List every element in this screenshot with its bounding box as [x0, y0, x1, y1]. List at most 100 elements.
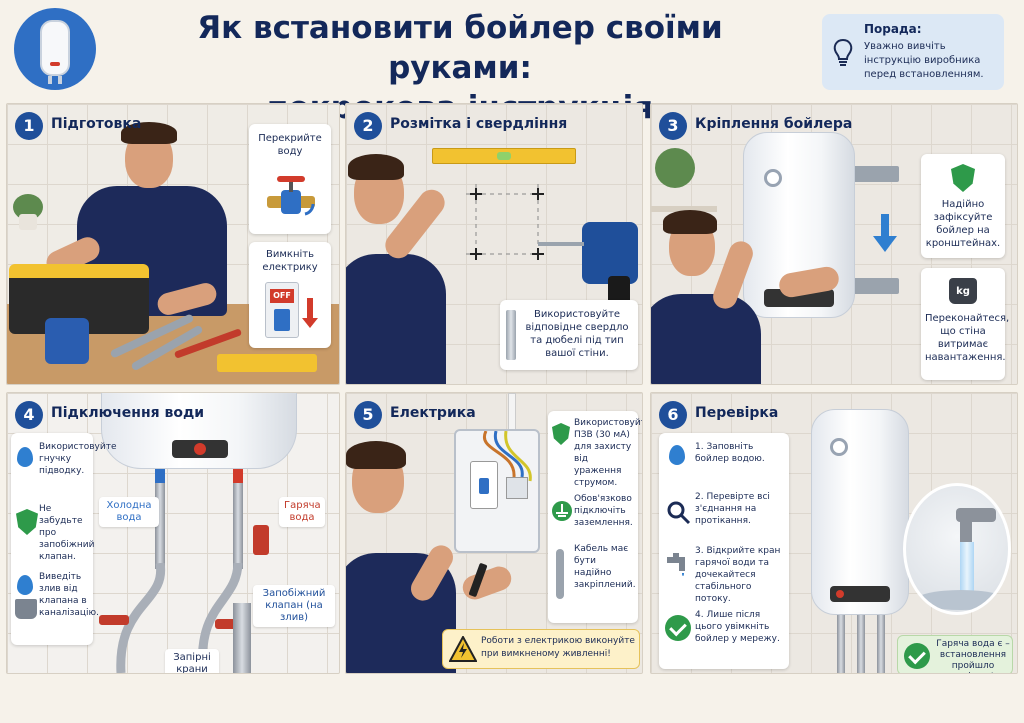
water-notes-card: Використовуйте гнучку підводку. Не забуд… — [11, 433, 117, 645]
card-text: Вимкніть електрику — [262, 249, 318, 273]
hot-water-label: Гаряча вода — [279, 497, 325, 527]
drill-icon — [45, 318, 89, 364]
note-text: Не забудьте про запобіжний клапан. — [39, 504, 95, 562]
step-title: Розмітка і свердління — [390, 116, 568, 132]
note-text: Використовуйте гнучку підводку. — [39, 442, 117, 476]
header: Як встановити бойлер своїми руками: покр… — [0, 0, 1024, 126]
boiler-logo-icon — [14, 8, 96, 90]
heater-control-panel — [830, 586, 890, 602]
shelf — [651, 206, 717, 212]
power-off-card: Вимкніть електрику OFF — [249, 242, 331, 348]
note-text: Кабель має бути надійно закріплений. — [574, 544, 636, 590]
shutoff-water-card: Перекрийте воду — [249, 124, 331, 234]
shutoff-tap-icon — [99, 615, 129, 625]
step-number: 2 — [354, 112, 382, 140]
water-heater — [811, 409, 909, 615]
lightbulb-icon — [833, 38, 853, 66]
switch-label: OFF — [270, 289, 294, 303]
tip-title: Порада: — [864, 22, 922, 36]
checkmark-icon — [904, 643, 930, 669]
drill-advice-card: Використовуйте відповідне свердло та дюб… — [500, 300, 638, 370]
water-drop-icon — [17, 447, 33, 467]
drill-markings — [466, 184, 546, 264]
water-drop-icon — [669, 445, 685, 465]
heater-control-panel — [172, 440, 228, 458]
card-text: Переконайтеся, що стіна витримає наванта… — [925, 313, 1010, 363]
note-text: Виведіть злив від клапана в каналізацію. — [39, 572, 99, 618]
pipe-3 — [877, 615, 885, 673]
shutoff-taps-label: Запірні крани — [165, 649, 219, 673]
worker-hair — [663, 210, 717, 234]
list-item: 2. Перевірте всі з'єднання на протікання… — [695, 492, 770, 526]
check-list-card: 1. Заповніть бойлер водою. 2. Перевірте … — [659, 433, 789, 669]
worker-body — [651, 294, 761, 384]
title-line-1: Як встановити бойлер своїми руками: — [197, 10, 723, 86]
step-title: Кріплення бойлера — [695, 116, 853, 132]
faucet-closeup — [903, 483, 1011, 615]
step-title: Електрика — [390, 405, 476, 421]
cold-water-pipe — [155, 469, 165, 569]
circuit-breaker-icon: OFF — [265, 282, 299, 338]
cold-water-label: Холодна вода — [99, 497, 159, 527]
ground-icon — [552, 501, 572, 521]
safety-valve-icon — [253, 525, 269, 555]
step-title: Підготовка — [51, 116, 142, 132]
heater-control-panel — [764, 289, 834, 307]
step-1-panel: 1 Підготовка Перекрийте воду Вимкніть ел… — [6, 103, 340, 385]
step-number: 5 — [354, 401, 382, 429]
drill-bit-icon — [506, 310, 516, 360]
shield-check-icon — [951, 164, 975, 192]
step-4-panel: Використовуйте гнучку підводку. Не забуд… — [6, 392, 340, 674]
hot-water-pipe — [233, 469, 243, 569]
secure-heater-card: Надійно зафіксуйте бойлер на кронштейнах… — [921, 154, 1005, 258]
step-title: Підключення води — [51, 405, 205, 421]
valve-icon — [267, 176, 315, 216]
plant-icon — [655, 148, 695, 188]
step-2-panel: Використовуйте відповідне свердло та дюб… — [345, 103, 643, 385]
success-text: Гаряча вода є – встановлення пройшло усп… — [936, 639, 1010, 673]
worker-hair — [346, 441, 406, 469]
success-card: Гаряча вода є – встановлення пройшло усп… — [897, 635, 1013, 673]
step-number: 4 — [15, 401, 43, 429]
arrow-down-icon — [307, 298, 313, 320]
list-item: 4. Лише після цього увімкніть бойлер у м… — [695, 610, 780, 644]
drill-icon — [582, 222, 638, 284]
cable-icon — [556, 549, 564, 599]
note-text: Обов'язково підключіть заземлення. — [574, 494, 633, 528]
pipe-2 — [857, 615, 865, 673]
hot-pipe-marker — [233, 469, 243, 483]
bracket-bottom — [851, 278, 899, 294]
warning-text: Роботи з електрикою виконуйте при вимкне… — [481, 636, 635, 659]
electric-notes-card: Використовуйте ПЗВ (30 мА) для захисту в… — [548, 411, 642, 623]
drain-pipe — [233, 603, 251, 673]
list-item: 1. Заповніть бойлер водою. — [695, 442, 765, 464]
note-text: Використовуйте ПЗВ (30 мА) для захисту в… — [574, 418, 642, 488]
tip-box: Порада: Уважно вивчіть інструкцію виробн… — [822, 14, 1004, 90]
worker-hair — [348, 154, 404, 180]
worker-hair — [121, 122, 177, 144]
worker-body — [346, 254, 446, 384]
pipe — [837, 615, 845, 673]
water-heater-bottom — [101, 393, 297, 469]
faucet-icon — [667, 553, 685, 576]
warning-icon — [449, 636, 477, 662]
magnifier-icon — [667, 501, 691, 525]
level-tool-icon — [217, 354, 317, 372]
safety-valve-label: Запобіжний клапан (на злив) — [253, 585, 335, 627]
list-item: 3. Відкрийте кран гарячої води та дочека… — [695, 546, 781, 604]
checkmark-icon — [665, 615, 691, 641]
card-text: Перекрийте воду — [258, 133, 322, 157]
shield-check-icon — [552, 423, 570, 445]
plant-pot — [19, 214, 37, 230]
step-3-panel: Надійно зафіксуйте бойлер на кронштейнах… — [650, 103, 1018, 385]
step-5-panel: Використовуйте ПЗВ (30 мА) для захисту в… — [345, 392, 643, 674]
step-number: 1 — [15, 112, 43, 140]
drain-bucket-icon — [17, 575, 33, 595]
step-6-panel: 1. Заповніть бойлер водою. 2. Перевірте … — [650, 392, 1018, 674]
electric-warning-card: Роботи з електрикою виконуйте при вимкне… — [442, 629, 640, 669]
gauge-icon — [830, 438, 848, 456]
tip-text: Уважно вивчіть інструкцію виробника пере… — [864, 41, 984, 80]
card-text: Використовуйте відповідне свердло та дюб… — [525, 309, 629, 359]
step-number: 6 — [659, 401, 687, 429]
cold-pipe-marker — [155, 469, 165, 483]
